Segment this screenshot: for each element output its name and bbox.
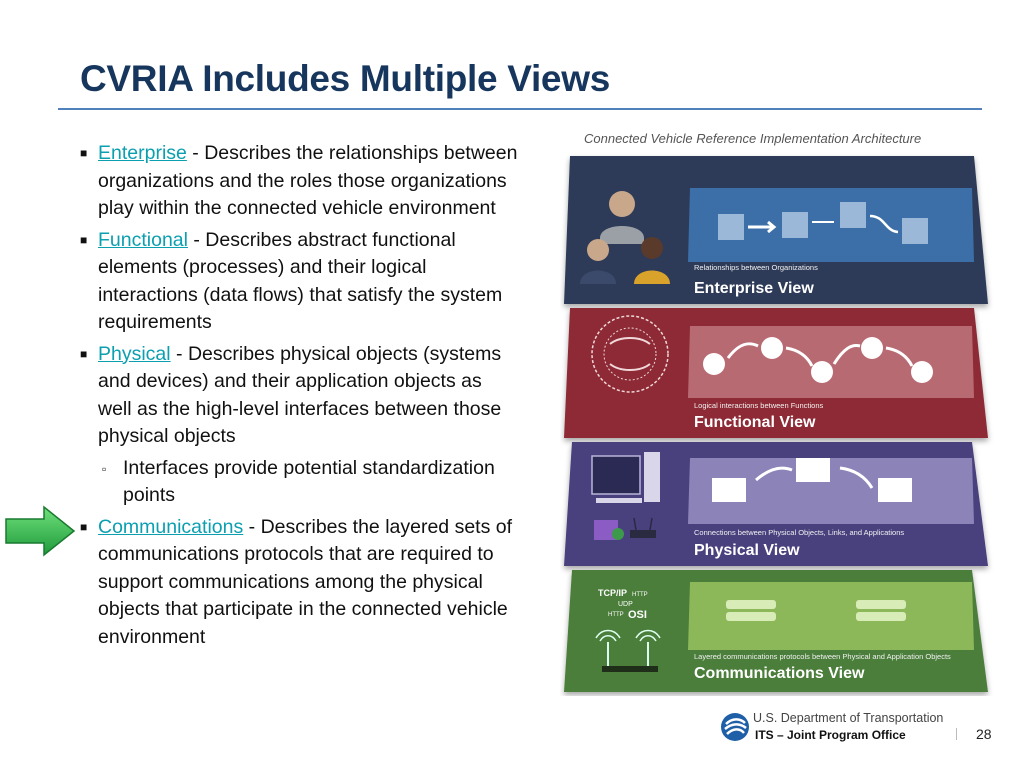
architecture-diagram: TCP/IP HTTP UDP HTTP OSI [564,156,988,692]
sub-bullet-text: Interfaces provide potential standardiza… [123,456,495,507]
functional-layer [564,308,988,438]
protocol-label: UDP [618,601,633,608]
enterprise-view-label: Enterprise View [694,280,814,297]
enterprise-layer [564,156,988,304]
bullet-enterprise: ■ Enterprise - Describes the relationshi… [78,140,518,223]
footer-office: ITS – Joint Program Office [755,728,906,742]
bullet-marker: ■ [80,346,88,361]
bullet-communications: ■ Communications - Describes the layered… [78,514,518,652]
enterprise-caption: Relationships between Organizations [694,263,818,272]
functional-link[interactable]: Functional [98,228,188,251]
bullet-marker: ■ [80,519,88,534]
bullet-functional: ■ Functional - Describes abstract functi… [78,227,518,337]
bullet-text: - Describes the relationships between or… [98,142,518,219]
physical-layer [564,442,988,566]
enterprise-link[interactable]: Enterprise [98,142,187,164]
protocol-label: TCP/IP [598,588,627,598]
diagram-caption: Connected Vehicle Reference Implementati… [584,131,922,146]
green-arrow-icon [5,505,76,557]
communications-view-label: Communications View [694,665,865,682]
functional-caption: Logical interactions between Functions [694,401,824,410]
bullet-marker: ■ [80,232,88,247]
communications-layer: TCP/IP HTTP UDP HTTP OSI [564,570,988,692]
footer-divider [956,728,957,740]
bullet-physical: ■ Physical - Describes physical objects … [78,341,518,451]
communications-caption: Layered communications protocols between… [694,652,951,661]
bullet-text: - Describes the layered sets of communic… [98,515,513,648]
slide-title: CVRIA Includes Multiple Views [80,58,610,99]
protocol-label: HTTP [608,612,624,618]
page-number: 28 [976,726,992,742]
sub-bullet-marker: ▫ [102,461,107,476]
bullet-marker: ■ [80,146,88,160]
bullet-list: ■ Enterprise - Describes the relationshi… [78,140,518,655]
dot-logo-icon [721,713,749,741]
footer-department: U.S. Department of Transportation [753,711,944,725]
physical-caption: Connections between Physical Objects, Li… [694,528,905,537]
title-underline [58,108,982,110]
bullet-text: - Describes abstract functional elements… [98,228,503,334]
sub-bullet-interfaces: ▫ Interfaces provide potential standardi… [78,455,518,510]
communications-link[interactable]: Communications [98,515,244,538]
protocol-label: OSI [628,609,647,621]
protocol-label: HTTP [632,592,648,598]
physical-link[interactable]: Physical [98,342,171,365]
physical-view-label: Physical View [694,542,800,559]
bullet-text: - Describes physical objects (systems an… [98,342,502,448]
functional-view-label: Functional View [694,414,816,431]
